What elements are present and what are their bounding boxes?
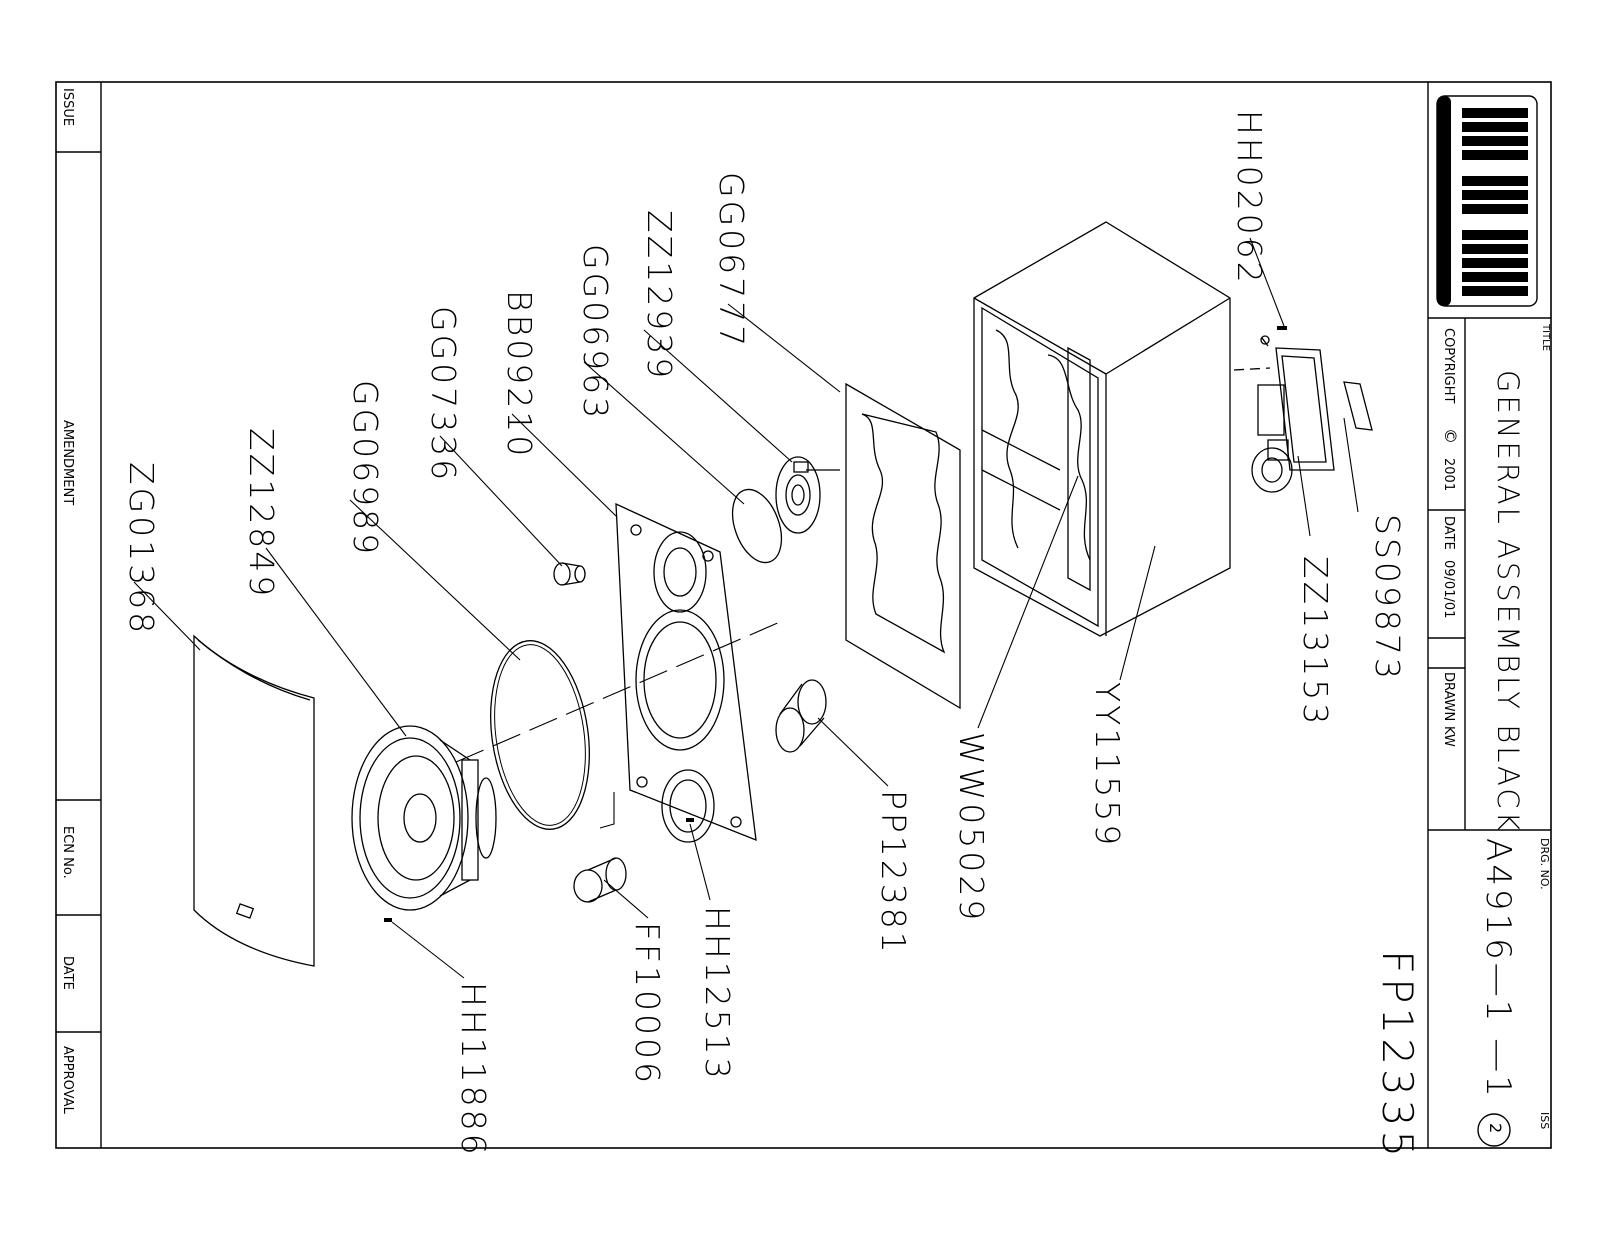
foam-bung [573,857,627,903]
drawing-number: A4916—1 —1 [1478,838,1518,1100]
gasket-panel [845,382,961,710]
part-WW05029: WW05029 [952,732,991,924]
tweeter-gasket [731,488,783,564]
grille [193,634,315,967]
center-axis [455,621,781,763]
crossover-panel [1233,335,1335,493]
part-SS09873: SS09873 [1368,514,1407,682]
assembly-number: FP12335 [1373,950,1422,1162]
date-value: 09/01/01 [1441,560,1456,619]
bass-driver [351,725,497,911]
date-field-label: DATE [1441,516,1456,550]
copyright-year: 2001 [1441,458,1456,492]
drawn-label: DRAWN [1441,672,1456,722]
leader-lines [133,237,1359,979]
part-ZG01368: ZG01368 [122,462,161,637]
part-ZZ13153: ZZ13153 [1296,556,1335,728]
part-HH11886: HH11886 [454,982,493,1158]
drg-no-label: DRG. NO. [1538,838,1551,890]
approval-label: APPROVAL [60,1046,75,1114]
o-ring [490,640,590,830]
part-BB09210: BB09210 [500,290,539,460]
bw-logo [1436,95,1538,307]
part-ZZ12849: ZZ12849 [242,428,281,600]
part-YY11559: YY11559 [1088,682,1127,849]
ecn-label: ECN No. [60,826,75,879]
drawn-by: KW [1441,726,1456,747]
date-label: DATE [60,956,75,990]
part-GG06989: GG06989 [346,380,385,558]
amendment-label: AMENDMENT [60,420,75,506]
screws [384,326,1287,922]
front-baffle [615,502,757,843]
part-PP12381: PP12381 [874,790,913,956]
sheet-border [55,81,1552,1149]
part-ZZ12939: ZZ12939 [640,210,679,382]
port-tube [775,679,827,753]
part-HH12513: HH12513 [698,906,737,1082]
issue-number: 2 [1486,1123,1505,1134]
copyright-label: COPYRIGHT [1441,328,1456,404]
label-plate [1343,381,1373,431]
copyright-symbol: © [1441,428,1460,444]
part-GG06963: GG06963 [576,244,615,422]
part-GG06777: GG06777 [712,172,751,350]
part-FF10006: FF10006 [628,922,667,1086]
part-HH02062: HH02062 [1230,110,1269,286]
iss-label: ISS [1538,1112,1551,1130]
drawing-title: GENERAL ASSEMBLY BLACK [1491,370,1525,834]
fitting [553,562,586,586]
issue-circle [1477,1113,1511,1147]
part-GG07336: GG07336 [424,306,463,484]
tweeter [775,456,840,534]
issue-label: ISSUE [60,88,75,127]
cabinet [973,221,1231,637]
title-label: TITLE [1540,324,1551,352]
